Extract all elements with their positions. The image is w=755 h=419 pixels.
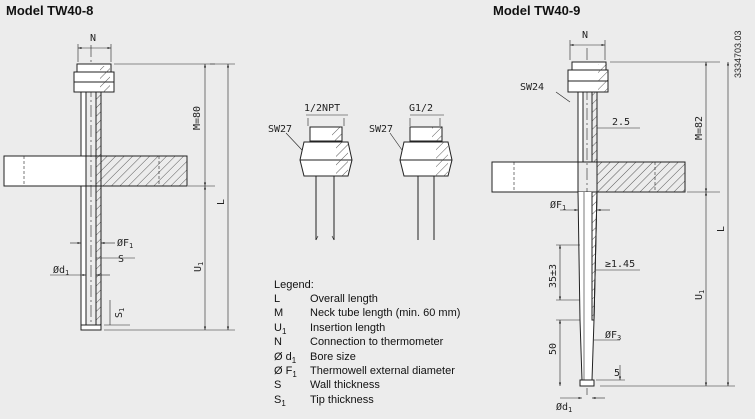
legend-item: Ø F1 Thermowell external diameter: [274, 364, 460, 380]
tw40-9-labels: N SW24 2.5 M=82 L U1 ØF1 ≥1.45 35±3 ØF3 …: [520, 30, 727, 414]
legend-description: Connection to thermometer: [310, 336, 444, 349]
legend-item: M Neck tube length (min. 60 mm): [274, 306, 460, 320]
title-tw40-9: Model TW40-9: [493, 3, 581, 18]
label-d1-left: Ød1: [53, 264, 69, 277]
label-50: 50: [548, 343, 559, 355]
label-f1-right: ØF1: [550, 199, 566, 212]
label-l-right: L: [716, 226, 727, 232]
legend-description: Wall thickness: [310, 379, 380, 392]
legend-symbol: N: [274, 336, 282, 349]
legend-description: Neck tube length (min. 60 mm): [310, 307, 461, 320]
label-s1-left: S1: [114, 308, 126, 318]
label-sw27-a: SW27: [268, 124, 292, 135]
label-u1-right: U1: [694, 290, 706, 300]
label-5: 5: [614, 368, 620, 379]
connection-labels: 1/2NPT G1/2 SW27 SW27: [268, 103, 433, 135]
legend-symbol: L: [274, 293, 281, 305]
legend-title: Legend:: [274, 279, 314, 291]
label-n-right: N: [582, 30, 588, 41]
legend-description: Insertion length: [310, 321, 386, 334]
legend-description: Tip thickness: [310, 393, 374, 406]
legend-item: L Overall length: [274, 292, 460, 306]
legend-description: Thermowell external diameter: [310, 364, 455, 377]
legend-symbol: Ø F1: [274, 364, 297, 380]
legend-symbol: S: [274, 379, 282, 392]
connection-details: [285, 114, 453, 241]
label-g12: G1/2: [409, 103, 433, 114]
label-sw24: SW24: [520, 82, 544, 93]
legend-symbol: Ø d1: [274, 350, 297, 365]
legend-symbol: M: [274, 307, 284, 320]
label-u1-left: U1: [193, 262, 205, 272]
label-l-left: L: [216, 199, 227, 205]
legend-item: S Wall thickness: [274, 378, 460, 392]
legend-item: U1 Insertion length: [274, 321, 460, 336]
label-2-5: 2.5: [612, 117, 630, 128]
tw40-8-labels: N M=80 L U1 ØF1 S Ød1 S1: [53, 33, 227, 318]
legend-description: Bore size: [310, 350, 356, 363]
label-f3-right: ØF3: [605, 329, 621, 342]
legend-item: N Connection to thermometer: [274, 335, 460, 349]
label-m82: M=82: [694, 116, 705, 140]
label-d1-right: Ød1: [556, 401, 572, 414]
label-n-left: N: [90, 33, 96, 44]
tw40-9-drawing: [491, 40, 735, 400]
label-ge145: ≥1.45: [605, 259, 635, 270]
label-f1-left: ØF1: [117, 237, 133, 250]
legend-item: Ø d1 Bore size: [274, 350, 460, 365]
label-m80-left: M=80: [192, 106, 203, 130]
label-sw27-b: SW27: [369, 124, 393, 135]
label-s-left: S: [118, 254, 124, 265]
legend-item: S1 Tip thickness: [274, 393, 460, 408]
tw40-8-drawing: [3, 44, 235, 331]
legend-symbol: U1: [274, 321, 287, 336]
label-35: 35±3: [548, 264, 559, 288]
label-npt: 1/2NPT: [304, 103, 340, 114]
legend-description: Overall length: [310, 293, 378, 305]
title-tw40-8: Model TW40-8: [6, 3, 94, 18]
legend-symbol: S1: [274, 393, 286, 408]
